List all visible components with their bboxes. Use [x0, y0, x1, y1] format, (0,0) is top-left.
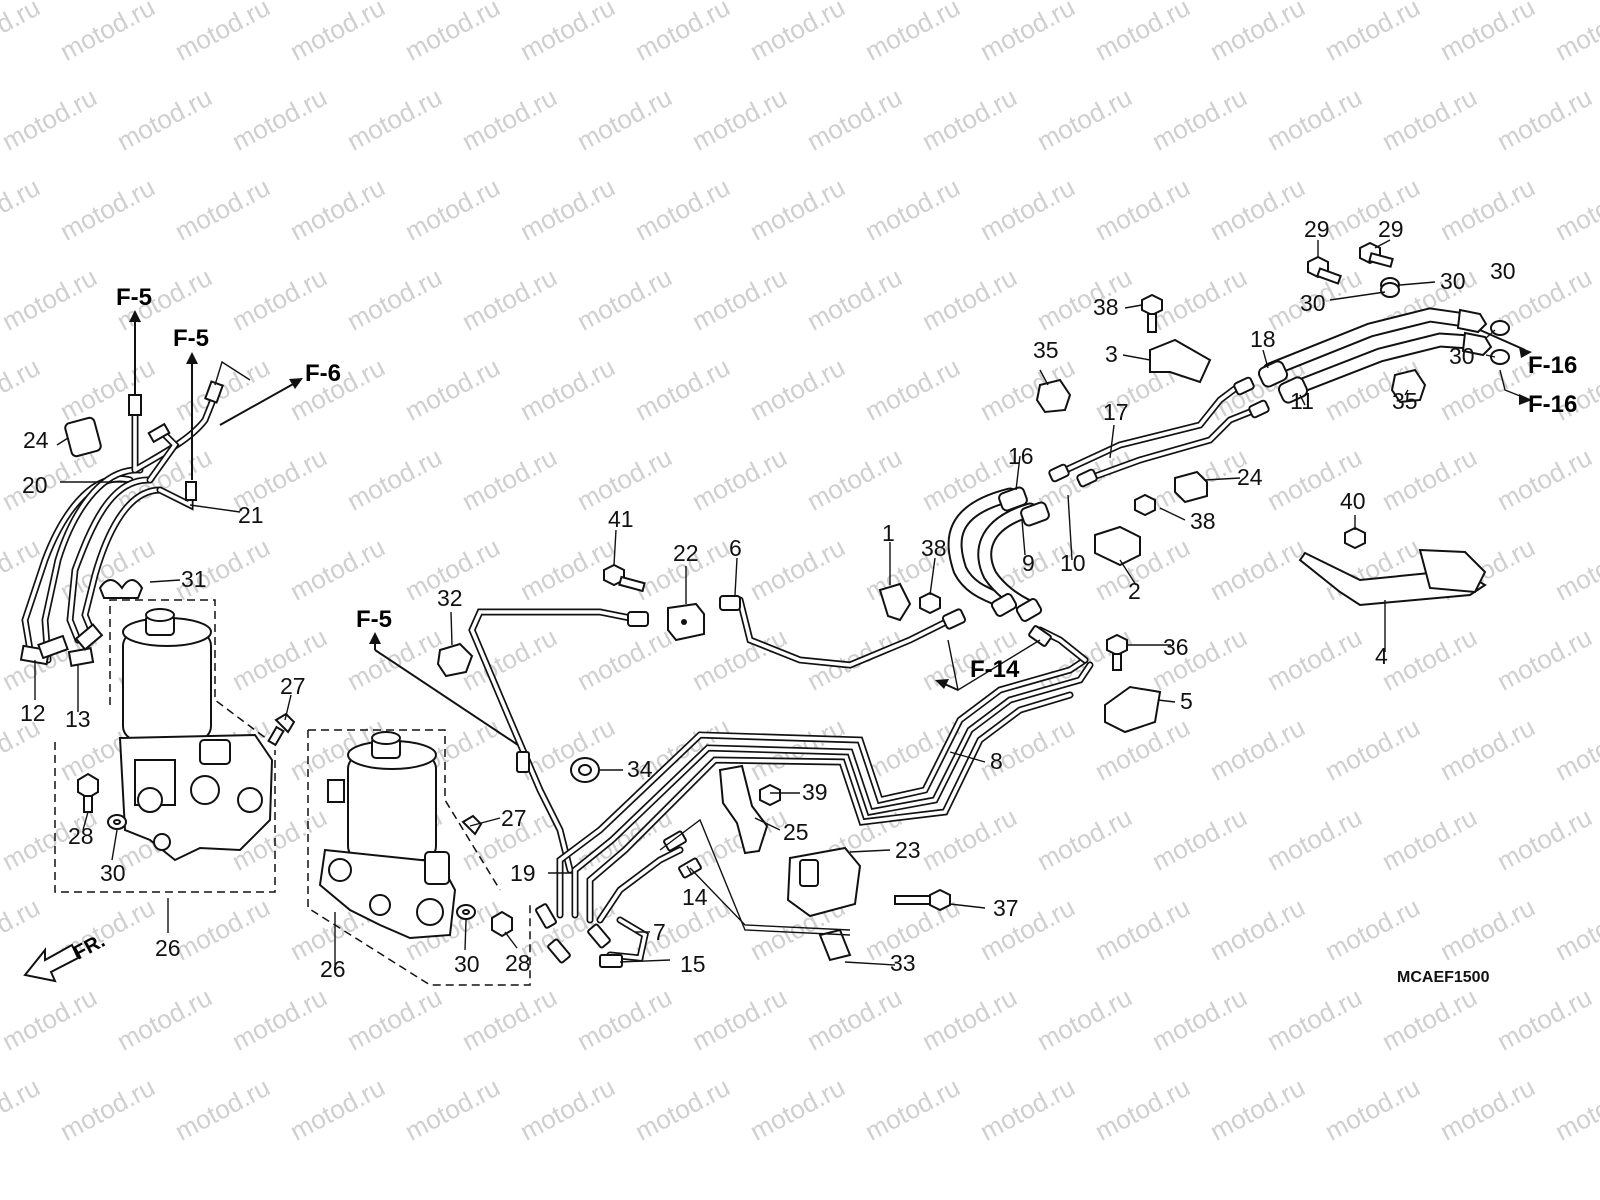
callout-14[interactable]: 14 — [682, 884, 708, 910]
callout-13[interactable]: 13 — [65, 706, 91, 732]
callout-30-b[interactable]: 30 — [454, 951, 480, 977]
callout-20[interactable]: 20 — [22, 472, 48, 498]
callout-26-center[interactable]: 26 — [320, 956, 346, 982]
callout-33[interactable]: 33 — [890, 950, 916, 976]
callout-40[interactable]: 40 — [1340, 488, 1366, 514]
ref-f5-b[interactable]: F-5 — [173, 325, 209, 352]
callout-30-f[interactable]: 30 — [1449, 343, 1475, 369]
callout-18[interactable]: 18 — [1250, 326, 1276, 352]
callout-38-right[interactable]: 38 — [1190, 508, 1216, 534]
callout-9[interactable]: 9 — [1022, 550, 1035, 576]
callout-30-c[interactable]: 30 — [1440, 268, 1466, 294]
modulator-left — [54, 599, 296, 893]
callout-8[interactable]: 8 — [990, 748, 1003, 774]
callout-29-right[interactable]: 29 — [1378, 216, 1404, 242]
callout-30-d[interactable]: 30 — [1300, 290, 1326, 316]
callout-38-top[interactable]: 38 — [1093, 294, 1119, 320]
callout-1[interactable]: 1 — [882, 520, 895, 546]
diagram-code: MCAEF1500 — [1397, 969, 1490, 986]
callout-35-right[interactable]: 35 — [1392, 388, 1418, 414]
leader-lines — [34, 239, 1496, 966]
callout-21[interactable]: 21 — [238, 502, 264, 528]
callout-38-center[interactable]: 38 — [921, 535, 947, 561]
callout-28-left[interactable]: 28 — [68, 823, 94, 849]
callout-35-left[interactable]: 35 — [1033, 337, 1059, 363]
callout-19[interactable]: 19 — [510, 860, 536, 886]
modulator-right — [307, 729, 531, 986]
callout-11[interactable]: 11 — [1290, 388, 1314, 414]
ref-f14[interactable]: F-14 — [970, 656, 1020, 683]
callout-17[interactable]: 17 — [1103, 399, 1129, 425]
ref-f5-a[interactable]: F-5 — [116, 284, 152, 311]
callout-36[interactable]: 36 — [1163, 634, 1189, 660]
callout-7[interactable]: 7 — [653, 919, 666, 945]
callout-30-a[interactable]: 30 — [100, 860, 126, 886]
hoses-right — [947, 307, 1493, 622]
callout-22[interactable]: 22 — [673, 540, 699, 566]
callout-2[interactable]: 2 — [1128, 578, 1141, 604]
callout-26-left[interactable]: 26 — [155, 935, 181, 961]
ref-f16-b[interactable]: F-16 — [1528, 391, 1578, 418]
ref-f6[interactable]: F-6 — [305, 360, 341, 387]
callout-28-center[interactable]: 28 — [505, 950, 531, 976]
callout-29-left[interactable]: 29 — [1304, 216, 1330, 242]
callout-30-e[interactable]: 30 — [1490, 258, 1516, 284]
callout-12[interactable]: 12 — [20, 700, 46, 726]
callout-24-left[interactable]: 24 — [23, 427, 49, 453]
callout-23[interactable]: 23 — [895, 837, 921, 863]
callout-6[interactable]: 6 — [729, 535, 742, 561]
callout-37[interactable]: 37 — [993, 895, 1019, 921]
ref-f5-c[interactable]: F-5 — [356, 606, 392, 633]
callout-24-right[interactable]: 24 — [1237, 464, 1263, 490]
callout-32[interactable]: 32 — [437, 585, 463, 611]
callout-16[interactable]: 16 — [1008, 443, 1034, 469]
callout-34[interactable]: 34 — [627, 756, 653, 782]
callout-31[interactable]: 31 — [181, 566, 207, 592]
reference-arrows — [23, 310, 1532, 983]
callout-3[interactable]: 3 — [1105, 341, 1118, 367]
callout-5[interactable]: 5 — [1180, 688, 1193, 714]
front-arrow — [23, 943, 80, 983]
pipe-system-center — [436, 563, 1094, 968]
callout-10[interactable]: 10 — [1060, 550, 1086, 576]
callout-39[interactable]: 39 — [802, 779, 828, 805]
callout-15[interactable]: 15 — [680, 951, 706, 977]
callout-27-left[interactable]: 27 — [280, 673, 306, 699]
ref-f16-a[interactable]: F-16 — [1528, 352, 1578, 379]
callout-25[interactable]: 25 — [783, 819, 809, 845]
callout-41[interactable]: 41 — [608, 506, 634, 532]
callout-4[interactable]: 4 — [1375, 643, 1388, 669]
small-parts-right — [878, 241, 1510, 734]
callout-27-center[interactable]: 27 — [501, 805, 527, 831]
